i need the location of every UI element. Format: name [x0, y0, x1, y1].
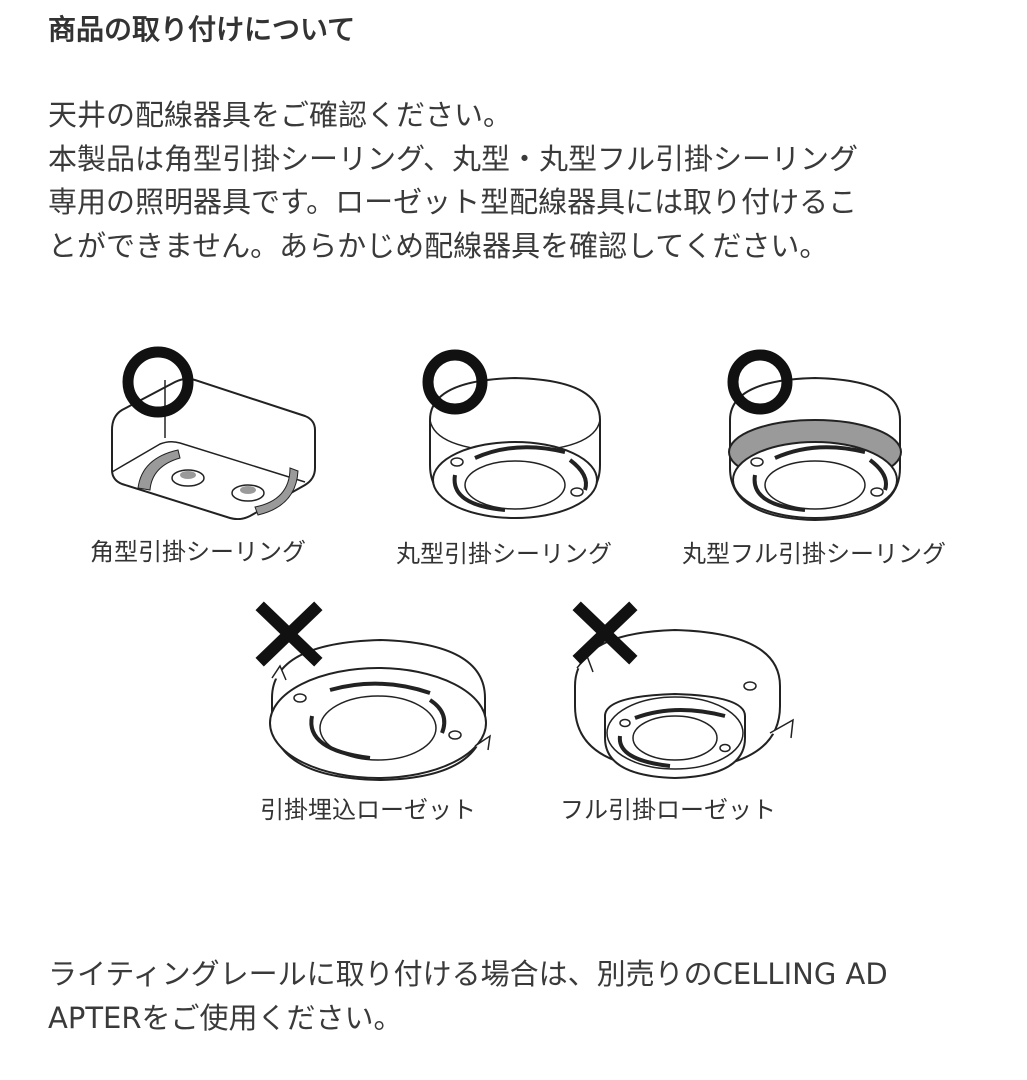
- footer-line: ライティングレールに取り付ける場合は、別売りのCELLING AD: [48, 957, 888, 991]
- ok-circle-mark: [122, 346, 194, 418]
- ok-circle-mark: [422, 349, 488, 415]
- embedded-rosette-icon: [255, 601, 491, 782]
- figure-label: 引掛埋込ローゼット: [260, 796, 476, 824]
- intro-line: とができません。あらかじめ配線器具を確認してください。: [48, 228, 829, 263]
- intro-line: 専用の照明器具です。ローゼット型配線器具には取り付けるこ: [48, 185, 858, 219]
- square-ceiling-rosette-icon: [111, 346, 316, 520]
- full-rosette-icon: [572, 601, 794, 780]
- round-full-ceiling-rosette-icon: [727, 349, 902, 522]
- intro-text: 天井の配線器具をご確認ください。 本製品は角型引掛シーリング、丸型・丸型フル引掛…: [48, 94, 988, 268]
- figure-label: 丸型フル引掛シーリング: [682, 540, 946, 568]
- figure-label: 角型引掛シーリング: [90, 538, 306, 566]
- intro-line: 本製品は角型引掛シーリング、丸型・丸型フル引掛シーリング: [48, 141, 858, 176]
- square-ceiling-rosette-figure: [100, 340, 340, 520]
- page-title: 商品の取り付けについて: [48, 13, 356, 46]
- footer-line: APTERをご使用ください。: [48, 1001, 403, 1035]
- round-ceiling-rosette-figure: [415, 340, 615, 520]
- intro-line: 天井の配線器具をご確認ください。: [48, 98, 513, 132]
- ng-cross-mark: [572, 601, 638, 665]
- ng-cross-mark: [255, 601, 323, 667]
- round-ceiling-rosette-icon: [422, 349, 601, 520]
- full-rosette-figure: [565, 598, 805, 788]
- figure-label: 丸型引掛シーリング: [396, 540, 612, 568]
- ok-circle-mark: [727, 349, 793, 415]
- figure-label: フル引掛ローゼット: [560, 796, 776, 824]
- footer-note: ライティングレールに取り付ける場合は、別売りのCELLING AD APTERを…: [48, 952, 988, 1040]
- round-full-ceiling-rosette-figure: [715, 340, 915, 525]
- embedded-rosette-figure: [250, 598, 500, 788]
